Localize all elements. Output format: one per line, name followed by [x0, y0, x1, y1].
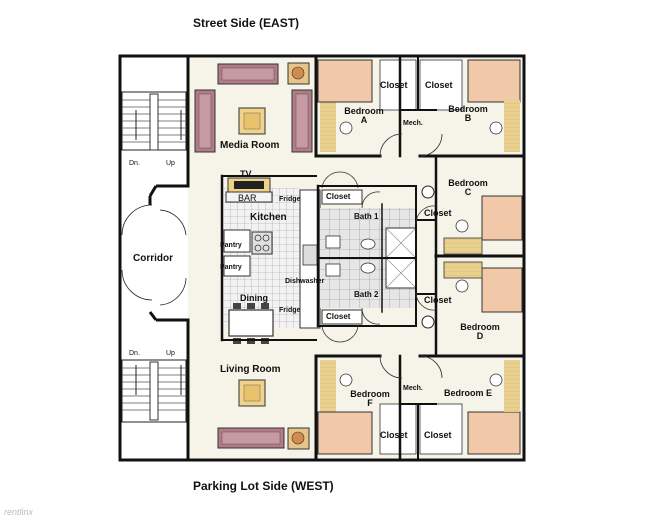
- hall-closet-bottom-label: Closet: [326, 312, 351, 321]
- closet-ef-right: [419, 403, 463, 455]
- closet-d-label: Closet: [424, 295, 452, 305]
- bedroom-b-wood: [504, 100, 520, 152]
- fridge-top-label: Fridge: [279, 196, 301, 203]
- closet-ab-left: [379, 59, 417, 111]
- bed-a: [317, 59, 373, 103]
- bar-label: BAR: [238, 193, 257, 203]
- bedroom-a-label: Bedroom A: [344, 106, 384, 126]
- pantry-bottom-label: Pantry: [220, 264, 242, 271]
- door-swings: [361, 133, 443, 379]
- stairs-top: [121, 91, 187, 151]
- bedroom-e-wood: [504, 360, 520, 412]
- bedroom-d-label: Bedroom D: [460, 322, 500, 342]
- stairs-bottom: [121, 359, 187, 423]
- closet-ab-right: [419, 59, 463, 111]
- closet-ef-left-label: Closet: [380, 430, 408, 440]
- bedroom-f-label: Bedroom F: [350, 389, 390, 409]
- street-side-label: Street Side (EAST): [193, 16, 300, 30]
- hall-closet-top-label: Closet: [326, 192, 351, 201]
- bedroom-a-wood: [320, 100, 336, 152]
- bed-c: [481, 195, 523, 241]
- bath-1-label: Bath 1: [354, 212, 379, 221]
- stove: [251, 231, 273, 255]
- kitchen-label: Kitchen: [250, 212, 287, 223]
- corridor-label: Corridor: [133, 253, 173, 264]
- desk-c: [443, 237, 483, 255]
- dishwasher-label: Dishwasher: [285, 278, 325, 285]
- closet-ef-left: [379, 403, 417, 455]
- bed-e: [467, 411, 521, 455]
- tv-label: TV: [240, 169, 252, 179]
- desk-d: [443, 261, 483, 279]
- stairs-bottom-up-label: Up: [166, 350, 175, 357]
- bar-counter: [225, 191, 273, 203]
- closet-c-label: Closet: [424, 208, 452, 218]
- mech-top-label: Mech.: [403, 120, 423, 127]
- media-room-label: Media Room: [220, 140, 280, 151]
- dining-label: Dining: [240, 293, 268, 303]
- watermark: rentlinx: [4, 507, 34, 517]
- walls: [118, 54, 526, 462]
- bath-2-label: Bath 2: [354, 290, 379, 299]
- fridge-bottom-label: Fridge: [279, 307, 301, 314]
- bedroom-e-label: Bedroom E: [444, 388, 493, 398]
- bed-d: [481, 267, 523, 313]
- closet-ab-right-label: Closet: [425, 80, 453, 90]
- pantry-top-label: Pantry: [220, 242, 242, 249]
- bedroom-b-label: Bedroom B: [448, 104, 488, 124]
- bed-b: [467, 59, 521, 103]
- pantry-bottom: [223, 255, 251, 277]
- parking-lot-side-label: Parking Lot Side (WEST): [193, 479, 334, 493]
- bed-f: [317, 411, 373, 455]
- closet-ef-right-label: Closet: [424, 430, 452, 440]
- stairs-top-down-label: Dn.: [129, 160, 140, 167]
- stairs-top-up-label: Up: [166, 160, 175, 167]
- bedroom-f-wood: [320, 360, 336, 412]
- hall-closet-top: [321, 189, 363, 205]
- living-room-label: Living Room: [220, 364, 281, 375]
- pantry-top: [223, 229, 251, 253]
- stairs-bottom-down-label: Dn.: [129, 350, 140, 357]
- dining-table: [228, 309, 274, 337]
- bedroom-c-label: Bedroom C: [448, 178, 488, 198]
- mech-bottom-label: Mech.: [403, 385, 423, 392]
- hall-closet-bottom: [321, 309, 363, 325]
- closet-ab-left-label: Closet: [380, 80, 408, 90]
